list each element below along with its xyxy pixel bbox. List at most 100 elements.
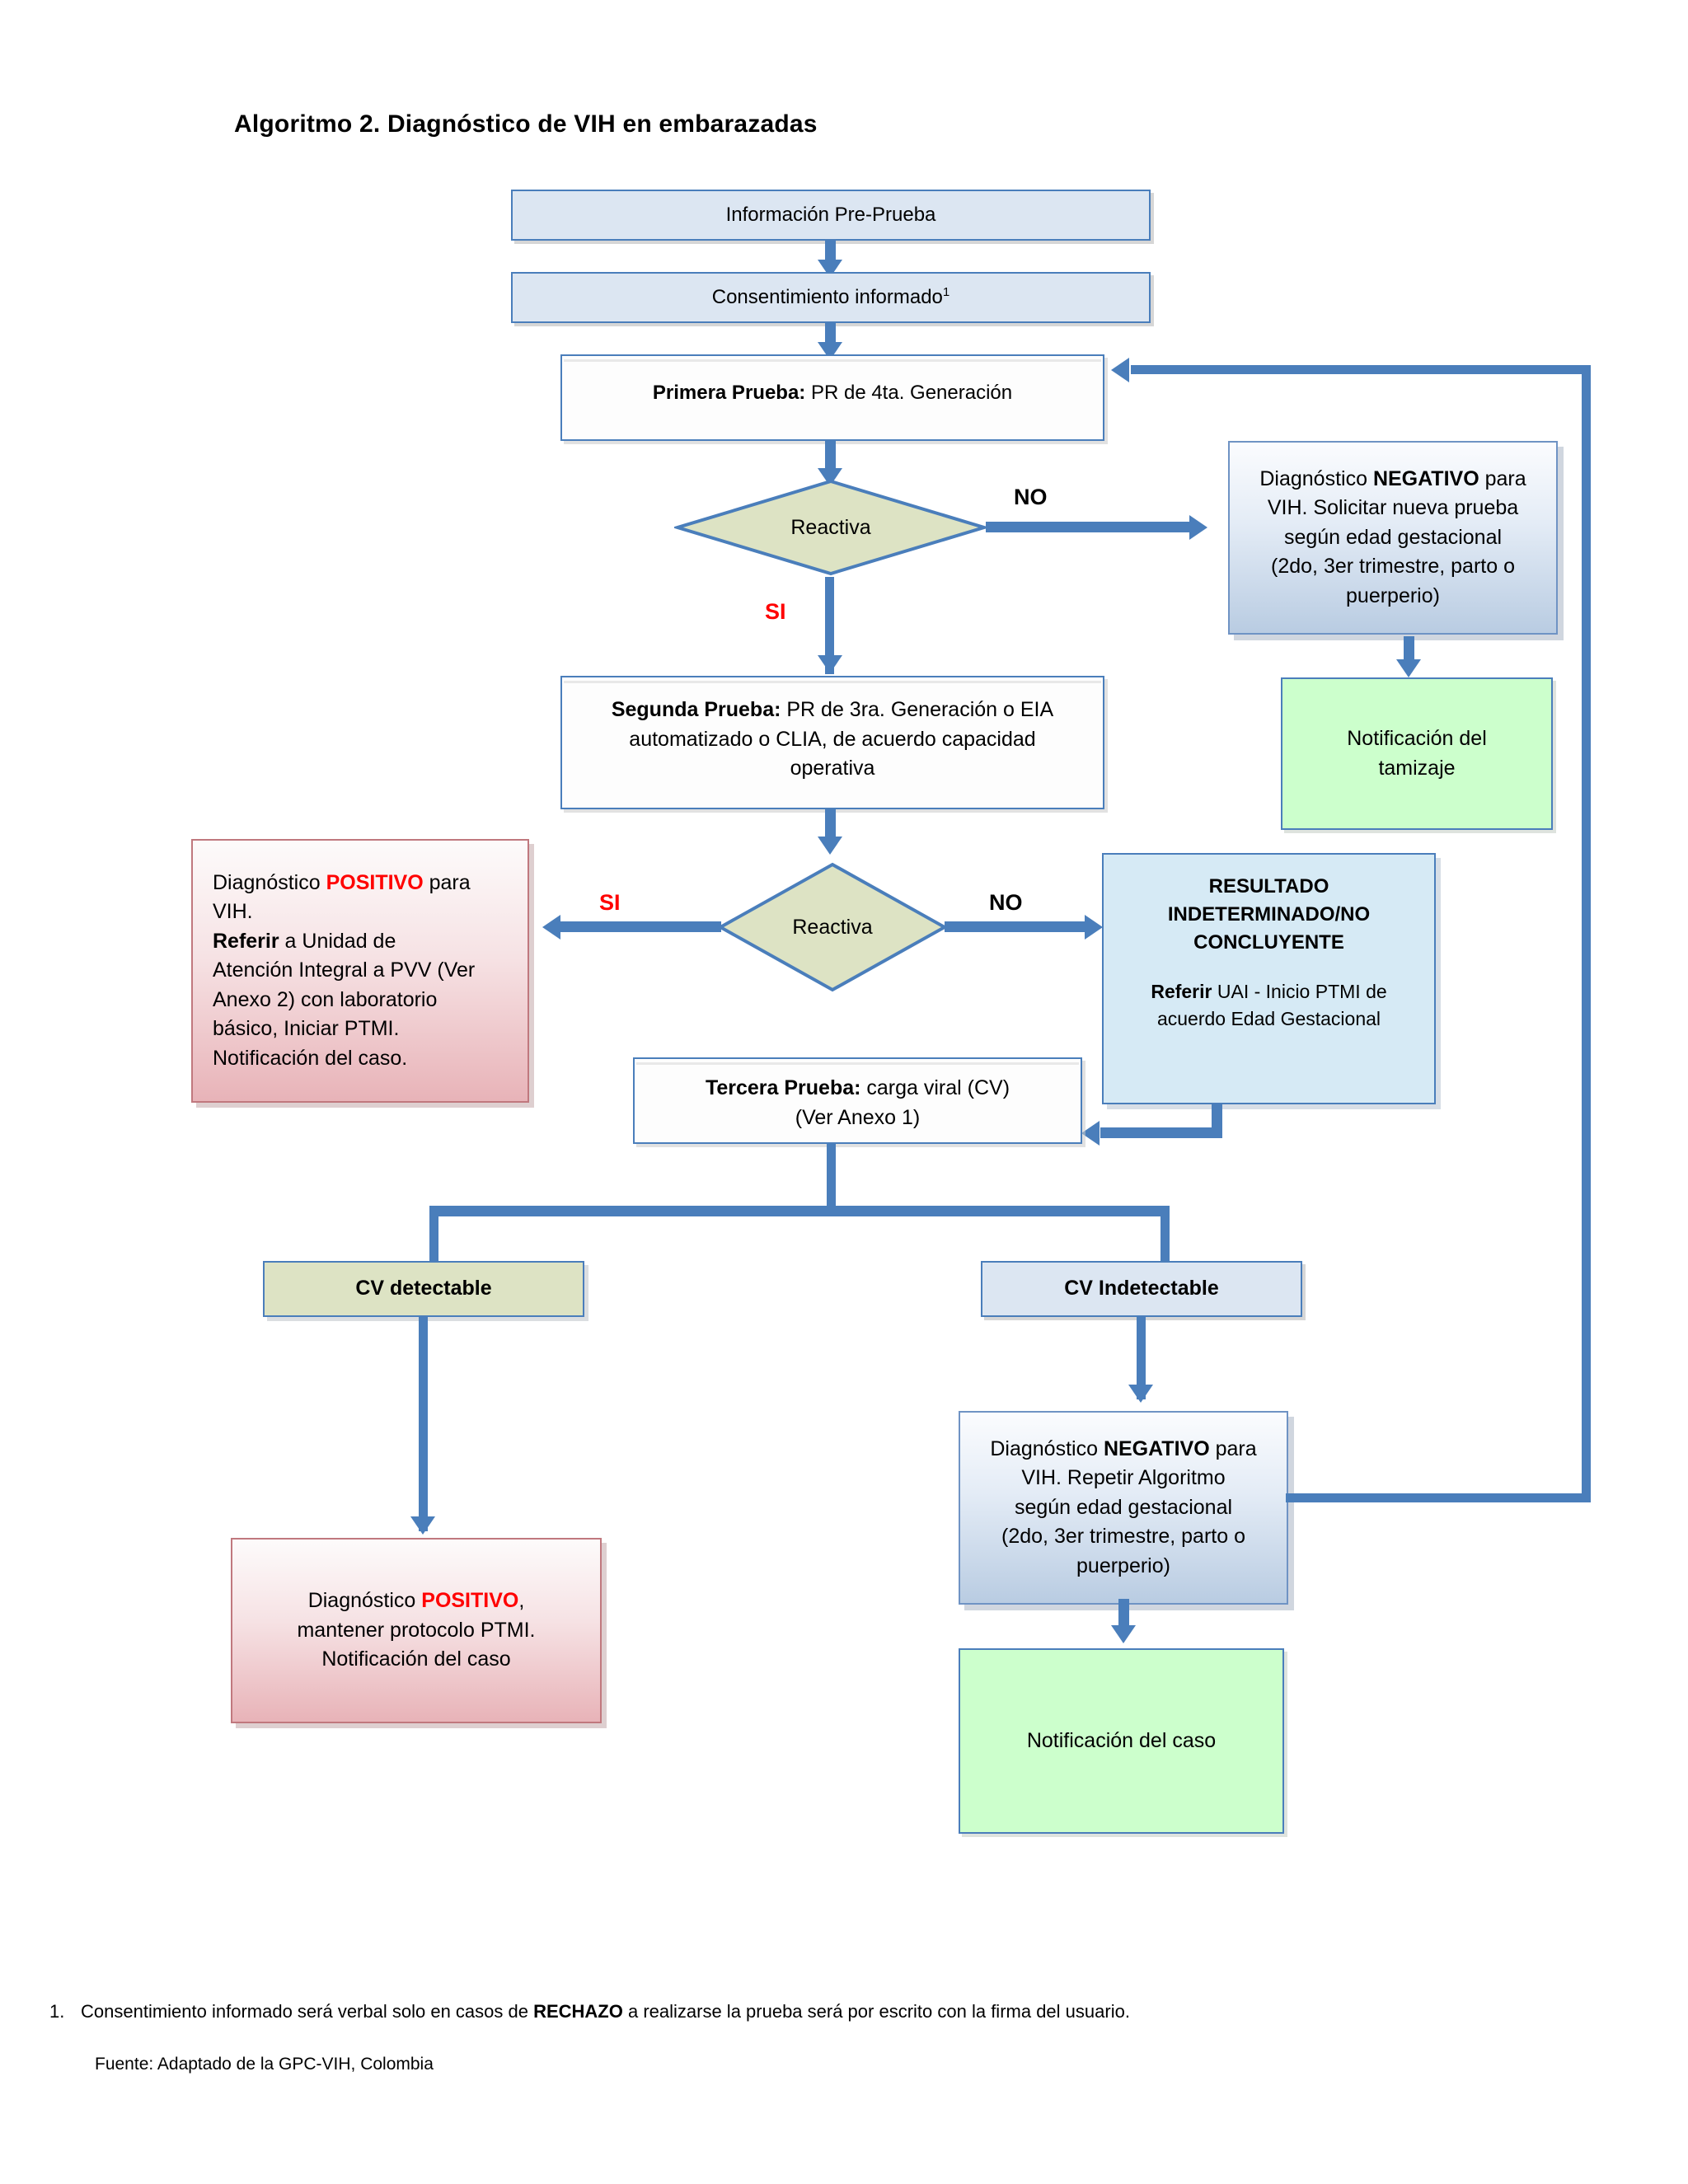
negativo1-line5: puerperio) [1346, 583, 1440, 607]
negativo2-l2: VIH. Repetir Algoritmo [1021, 1466, 1226, 1490]
node-diagnostico-negativo-1-text: Diagnóstico NEGATIVO para VIH. Solicitar… [1241, 465, 1545, 612]
diamond-shape-2 [717, 862, 948, 992]
node-diagnostico-negativo-1[interactable]: Diagnóstico NEGATIVO para VIH. Solicitar… [1228, 441, 1558, 635]
connector-cvdet-to-positivo [419, 1317, 428, 1531]
negativo1-line2: VIH. Solicitar nueva prueba [1267, 496, 1519, 520]
connector-primera-to-diamond1 [825, 441, 836, 472]
source-line: Fuente: Adaptado de la GPC-VIH, Colombia [95, 2055, 434, 2074]
node-tercera-prueba-text: Tercera Prueba: carga viral (CV) (Ver An… [646, 1074, 1069, 1132]
arrow-negativo1-to-tamizaje [1396, 659, 1421, 677]
primera-prueba-strong: Primera Prueba: [652, 382, 806, 404]
positivo-l4: Atención Integral a PVV (Ver [213, 958, 476, 982]
loop-horizontal-bottom [1286, 1493, 1591, 1502]
connector-diamond2-si [560, 921, 721, 932]
edge-label-si-2: SI [599, 890, 621, 915]
negativo1-line3: según edad gestacional [1283, 525, 1503, 549]
footnote-number: 1. [49, 2001, 65, 2022]
node-segunda-prueba[interactable]: Segunda Prueba: PR de 3ra. Generación o … [560, 676, 1104, 809]
arrow-cvdet-to-positivo [410, 1516, 435, 1535]
segunda-line3: operativa [790, 757, 875, 780]
connector-info-to-consent [825, 241, 836, 264]
positivo-l1: Diagnóstico POSITIVO para [213, 870, 471, 894]
connector-branch-left-down [429, 1206, 438, 1263]
node-cv-detectable[interactable]: CV detectable [263, 1261, 584, 1317]
node-informacion-pre-prueba-label: Información Pre-Prueba [725, 203, 936, 226]
node-cv-detectable-label: CV detectable [355, 1277, 492, 1301]
connector-consent-to-primera [825, 323, 836, 346]
node-diagnostico-positivo-referir[interactable]: Diagnóstico POSITIVO para VIH. Referir a… [191, 839, 529, 1103]
decision-reactiva-2[interactable]: Reactiva [717, 861, 948, 993]
diamond-shape-1 [674, 479, 987, 576]
decision-reactiva-2-label: Reactiva [792, 915, 873, 939]
tamizaje-line2: tamizaje [1378, 756, 1456, 780]
node-informacion-pre-prueba[interactable]: Información Pre-Prueba [511, 190, 1151, 241]
node-positivo-final-text: Diagnóstico POSITIVO, mantener protocolo… [244, 1586, 588, 1675]
negativo1-line1: Diagnóstico NEGATIVO para [1259, 466, 1526, 490]
consentimiento-superscript: 1 [942, 284, 950, 299]
positivo-l7: Notificación del caso. [213, 1046, 408, 1070]
arrow-cvind-to-negativo2 [1128, 1385, 1153, 1403]
node-tercera-prueba[interactable]: Tercera Prueba: carga viral (CV) (Ver An… [633, 1057, 1082, 1144]
decision-reactiva-1[interactable]: Reactiva [674, 478, 987, 577]
node-consentimiento-informado-label: Consentimiento informado1 [524, 284, 1137, 312]
decision-reactiva-1-label: Reactiva [790, 515, 871, 539]
negativo2-l3: según edad gestacional [1014, 1495, 1233, 1519]
footnote-text-c: a realizarse la prueba será por escrito … [622, 2001, 1130, 2022]
segunda-line2: automatizado o CLIA, de acuerdo capacida… [629, 727, 1036, 751]
connector-diamond1-no [986, 522, 1193, 532]
arrow-diamond2-no [1085, 915, 1103, 940]
connector-diamond2-no [945, 921, 1089, 932]
indeterminado-b1: Referir UAI - Inicio PTMI de [1151, 981, 1387, 1003]
connector-branch-right-down [1160, 1206, 1170, 1263]
indeterminado-h2: INDETERMINADO/NO [1167, 903, 1371, 926]
edge-label-no-2: NO [989, 890, 1023, 915]
connector-indeterminado-left [1100, 1127, 1222, 1138]
negativo2-l5: puerperio) [1076, 1554, 1170, 1577]
node-primera-prueba[interactable]: Primera Prueba: PR de 4ta. Generación [560, 354, 1104, 441]
loop-horizontal-top [1131, 365, 1589, 374]
connector-negativo2-to-notificacion [1118, 1599, 1129, 1632]
footnote-text-a: Consentimiento informado será verbal sol… [81, 2001, 534, 2022]
footnote-item-1: 1. Consentimiento informado será verbal s… [49, 2001, 1130, 2022]
node-diagnostico-negativo-2[interactable]: Diagnóstico NEGATIVO para VIH. Repetir A… [959, 1411, 1288, 1605]
node-cv-indetectable[interactable]: CV Indetectable [981, 1261, 1302, 1317]
node-consentimiento-informado[interactable]: Consentimiento informado1 [511, 272, 1151, 323]
node-segunda-prueba-text: Segunda Prueba: PR de 3ra. Generación o … [574, 696, 1091, 784]
segunda-line1: Segunda Prueba: PR de 3ra. Generación o … [611, 698, 1054, 721]
page-title: Algoritmo 2. Diagnóstico de VIH en embar… [234, 110, 818, 138]
arrow-negativo2-to-notificacion [1111, 1625, 1136, 1643]
node-notificacion-tamizaje-text: Notificación del tamizaje [1294, 724, 1540, 783]
tamizaje-line1: Notificación del [1347, 727, 1487, 750]
connector-negativo1-to-tamizaje [1404, 636, 1414, 666]
edge-label-no-1: NO [1014, 485, 1048, 509]
negativo1-line4: (2do, 3er trimestre, parto o [1271, 555, 1515, 579]
node-indeterminado-text: RESULTADO INDETERMINADO/NO CONCLUYENTE R… [1115, 873, 1423, 1033]
node-notificacion-tamizaje[interactable]: Notificación del tamizaje [1281, 677, 1553, 830]
positivo-l3: Referir a Unidad de [213, 929, 396, 953]
node-cv-indetectable-label: CV Indetectable [1064, 1277, 1219, 1301]
positivofinal-l3: Notificación del caso [321, 1647, 511, 1671]
arrow-diamond1-si [818, 655, 842, 673]
node-positivo-referir-text: Diagnóstico POSITIVO para VIH. Referir a… [213, 869, 508, 1074]
positivo-l6: básico, Iniciar PTMI. [213, 1017, 400, 1041]
node-negativo-2-text: Diagnóstico NEGATIVO para VIH. Repetir A… [972, 1435, 1275, 1582]
indeterminado-h1: RESULTADO [1208, 875, 1329, 898]
positivo-l2: VIH. [213, 900, 253, 924]
connector-diamond1-si [825, 577, 834, 674]
tercera-line1: Tercera Prueba: carga viral (CV) [705, 1076, 1010, 1099]
arrow-segunda-to-diamond2 [818, 837, 842, 855]
node-resultado-indeterminado[interactable]: RESULTADO INDETERMINADO/NO CONCLUYENTE R… [1102, 853, 1436, 1104]
connector-tercera-stem [827, 1144, 836, 1212]
loop-vertical-right [1582, 365, 1591, 1498]
connector-tercera-horizontal [429, 1206, 1170, 1216]
connector-segunda-to-diamond2 [825, 809, 836, 841]
node-diagnostico-positivo-final[interactable]: Diagnóstico POSITIVO, mantener protocolo… [231, 1538, 602, 1723]
node-notificacion-caso[interactable]: Notificación del caso [959, 1648, 1284, 1834]
primera-prueba-rest: PR de 4ta. Generación [805, 382, 1013, 404]
positivo-l5: Anexo 2) con laboratorio [213, 987, 438, 1011]
edge-label-si-1: SI [765, 599, 786, 624]
node-notificacion-caso-label: Notificación del caso [1026, 1728, 1217, 1752]
node-primera-prueba-label: Primera Prueba: PR de 4ta. Generación [574, 379, 1091, 407]
arrow-diamond1-no [1189, 515, 1207, 540]
